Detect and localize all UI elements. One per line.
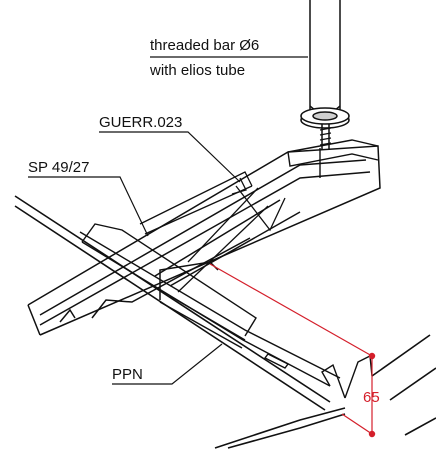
dimension-value: 65 [363,389,380,406]
leader-lines [28,56,308,385]
threaded-bar [300,0,350,150]
label-ppn: PPN [112,366,143,383]
hanger-clip [139,171,286,293]
label-sp-channel: SP 49/27 [28,159,89,176]
ceiling-board [14,195,436,449]
top-bracket [287,139,379,178]
label-guerr: GUERR.023 [99,114,182,131]
dimension-65 [209,263,376,438]
ppn-profile [79,223,373,399]
label-threaded-bar-line2: with elios tube [149,62,245,79]
label-threaded-bar-line1: threaded bar Ø6 [150,37,259,54]
